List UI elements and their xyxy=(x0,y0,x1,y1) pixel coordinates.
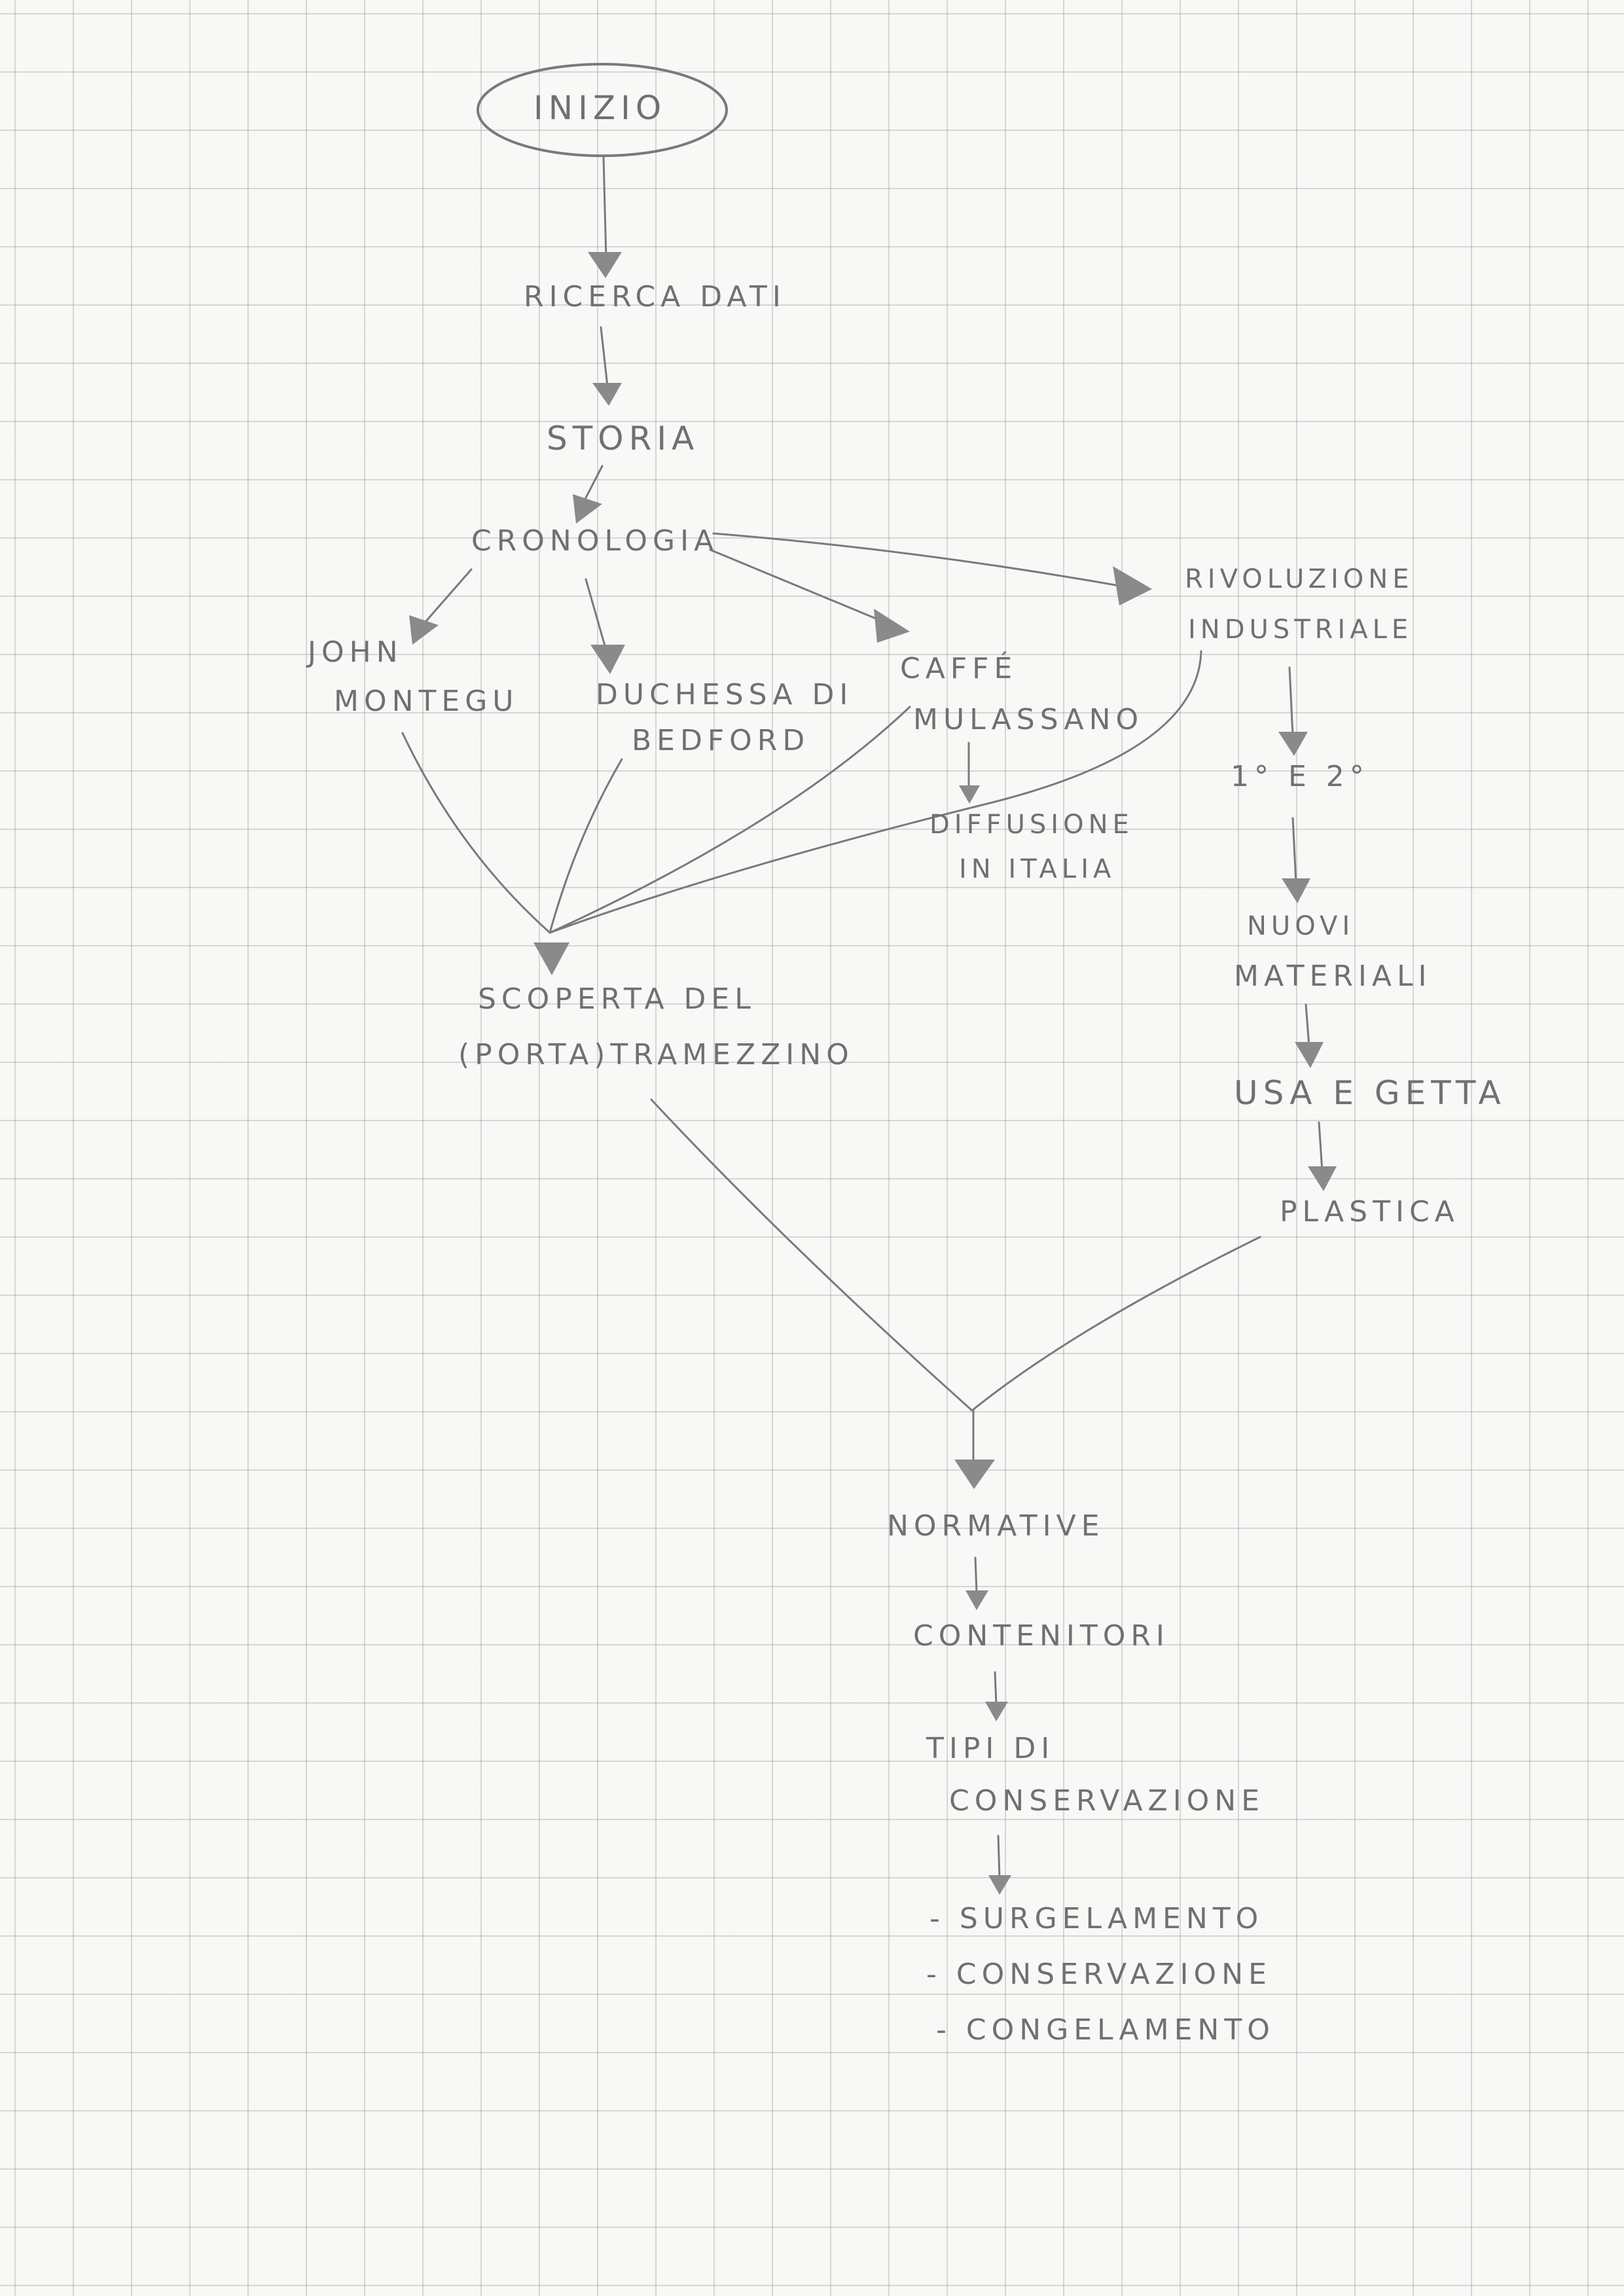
arrowhead xyxy=(1308,1166,1337,1191)
list-item-conservazione: - CONSERVAZIONE xyxy=(926,1958,1272,1991)
line-rivoluzione-scoperta xyxy=(549,650,1202,934)
node-1e2: 1° E 2° xyxy=(1231,760,1369,793)
line-duchessa-scoperta xyxy=(549,758,623,934)
node-normative: NORMATIVE xyxy=(887,1509,1105,1543)
node-nuovi-line1: NUOVI xyxy=(1247,911,1355,941)
arrowhead xyxy=(959,785,980,804)
arrow-nuovi-usa xyxy=(1305,1003,1310,1049)
arrow-normative-contenitori xyxy=(974,1556,978,1595)
arrowhead xyxy=(954,1460,995,1489)
arrow-ricerca-storia xyxy=(600,326,609,387)
line-plastica-normative xyxy=(971,1236,1261,1412)
arrowhead xyxy=(985,1702,1008,1721)
arrowhead xyxy=(592,383,622,406)
arrow-contenitori-tipi xyxy=(994,1671,998,1706)
node-caffe-line2: MULASSANO xyxy=(913,703,1144,736)
node-rivoluzione-line1: RIVOLUZIONE xyxy=(1185,564,1414,594)
line-caffe-scoperta xyxy=(549,706,911,934)
arrowhead xyxy=(965,1590,988,1610)
node-cronologia: CRONOLOGIA xyxy=(471,524,719,558)
node-contenitori: CONTENITORI xyxy=(913,1619,1170,1653)
node-scoperta-line1: SCOPERTA DEL xyxy=(478,982,756,1016)
list-item-surgelamento: - SURGELAMENTO xyxy=(929,1902,1264,1935)
arrowhead xyxy=(1113,566,1152,605)
arrow-cronologia-john xyxy=(424,568,473,623)
arrow-cronologia-caffe xyxy=(709,548,885,623)
node-tipi-line1: TIPI DI xyxy=(926,1732,1055,1765)
arrowhead xyxy=(1278,732,1308,756)
node-ricerca-dati: RICERCA DATI xyxy=(524,280,786,314)
start-oval xyxy=(477,63,728,157)
line-scoperta-normative xyxy=(650,1098,973,1412)
node-john-line1: JOHN xyxy=(308,636,403,669)
node-scoperta-line2: (PORTA)TRAMEZZINO xyxy=(458,1038,854,1071)
node-inizio: INIZIO xyxy=(533,89,667,127)
arrow-cronologia-duchessa xyxy=(585,578,607,649)
arrow-cronologia-rivoluzione xyxy=(712,532,1121,587)
node-john-line2: MONTEGU xyxy=(334,685,519,718)
arrow-tipi-list xyxy=(997,1835,1001,1880)
line-john-scoperta xyxy=(401,732,551,934)
arrow-storia-cronologia xyxy=(581,465,604,505)
arrow-1e2-nuovi xyxy=(1291,817,1297,885)
node-rivoluzione-line2: INDUSTRIALE xyxy=(1188,615,1413,645)
list-item-congelamento: - CONGELAMENTO xyxy=(936,2013,1275,2047)
arrowhead xyxy=(1295,1042,1324,1068)
node-storia: STORIA xyxy=(547,420,700,457)
arrowhead xyxy=(533,942,569,975)
node-nuovi-line2: MATERIALI xyxy=(1234,960,1432,993)
arrow-inizio-ricerca xyxy=(602,156,607,260)
arrow-usa-plastica xyxy=(1318,1121,1324,1173)
node-usa-e-getta: USA E GETTA xyxy=(1234,1074,1506,1112)
node-diffusione-line2: IN ITALIA xyxy=(959,854,1116,884)
arrowhead xyxy=(409,615,439,645)
arrowhead xyxy=(588,252,622,278)
arrowhead xyxy=(590,645,625,674)
arrowhead xyxy=(874,609,910,643)
node-tipi-line2: CONSERVAZIONE xyxy=(949,1784,1265,1818)
arrow-rivoluzione-1e2 xyxy=(1288,666,1294,738)
node-duchessa-line2: BEDFORD xyxy=(632,724,810,757)
node-caffe-line1: CAFFÉ xyxy=(900,652,1018,685)
arrowhead xyxy=(1282,878,1310,903)
node-duchessa-line1: DUCHESSA DI xyxy=(596,678,854,711)
arrowhead xyxy=(988,1875,1011,1895)
arrowhead xyxy=(573,494,602,524)
node-diffusione-line1: DIFFUSIONE xyxy=(929,810,1134,840)
node-plastica: PLASTICA xyxy=(1280,1195,1460,1229)
